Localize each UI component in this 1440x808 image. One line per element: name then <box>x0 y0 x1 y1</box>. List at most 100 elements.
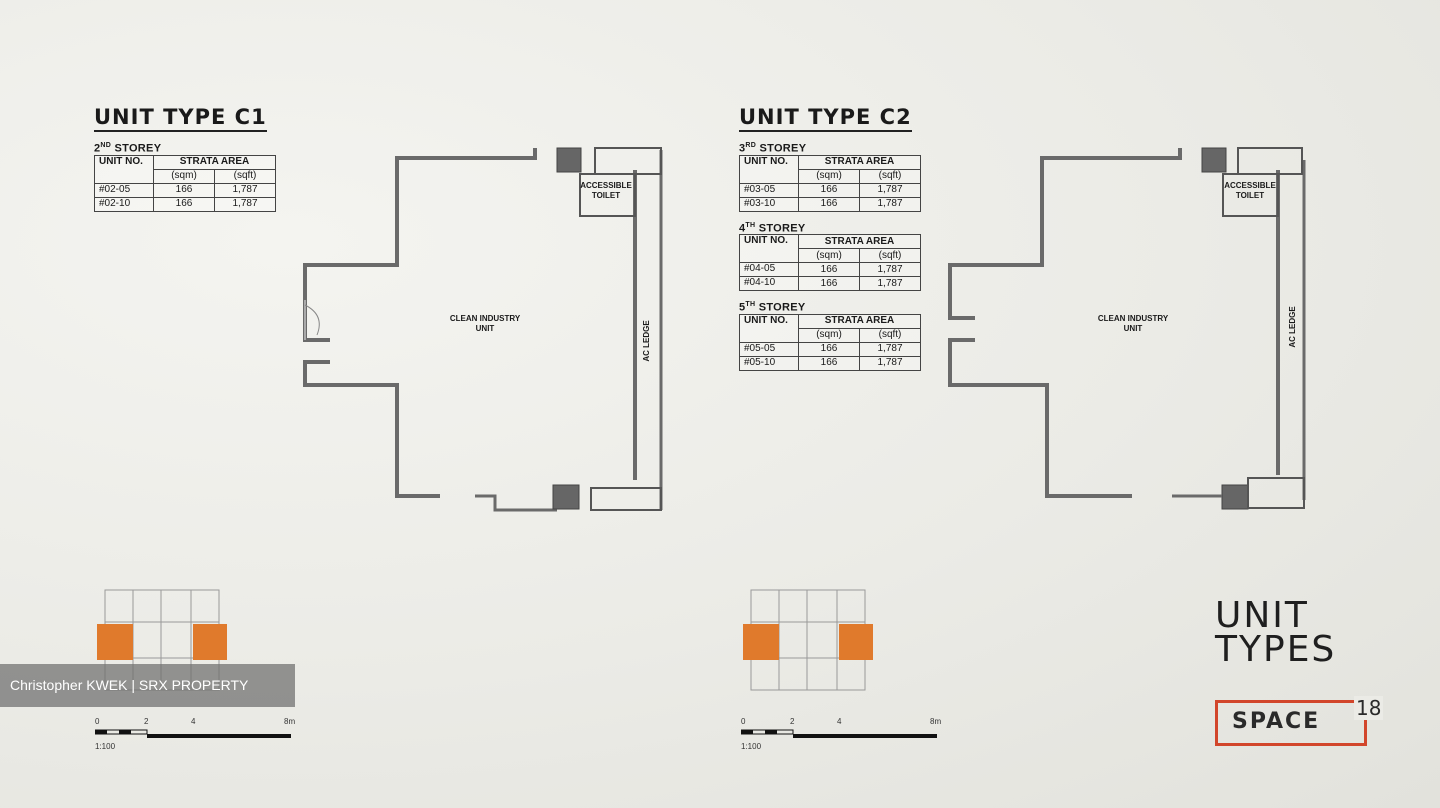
c1-ac-ledge-label: AC LEDGE <box>642 320 651 362</box>
c1-highlight-left <box>97 624 133 660</box>
logo-number: 18 <box>1354 696 1384 720</box>
sqft-header: (sqft) <box>859 327 921 343</box>
headline-line-1: UNIT <box>1215 595 1309 636</box>
c2-scale-bar <box>741 729 937 738</box>
unit-number-cell: #03-10 <box>739 196 799 212</box>
c2-scale-tick-8: 8m <box>930 717 942 726</box>
c1-scale-ratio: 1:100 <box>95 742 116 751</box>
sqft-cell: 1,787 <box>859 196 921 212</box>
sqft-cell: 1,787 <box>859 276 921 292</box>
sqm-cell: 166 <box>798 196 860 212</box>
sqm-header: (sqm) <box>153 168 215 184</box>
sqm-cell: 166 <box>153 182 215 198</box>
unit-no-header: UNIT NO. <box>739 234 799 264</box>
c1-scale-tick-8: 8m <box>284 717 296 726</box>
c2-scale-tick-4: 4 <box>837 717 842 726</box>
c1-scale-bar <box>95 729 291 738</box>
sqm-cell: 166 <box>798 341 860 357</box>
sqft-header: (sqft) <box>214 168 276 184</box>
sqft-cell: 1,787 <box>859 262 921 278</box>
c2-clean-industry-label: CLEAN INDUSTRY UNIT <box>1097 314 1169 333</box>
unit-number-cell: #04-10 <box>739 276 799 292</box>
c2-toilet-top <box>1237 147 1303 175</box>
c1-scale-tick-0: 0 <box>95 717 100 726</box>
strata-area-header: STRATA AREA <box>153 154 276 170</box>
sqft-cell: 1,787 <box>859 341 921 357</box>
sqm-cell: 166 <box>798 276 860 292</box>
c2-shaft-top <box>1201 147 1227 173</box>
c1-toilet-top <box>594 147 662 175</box>
sqft-header: (sqft) <box>859 168 921 184</box>
c1-highlight-right <box>193 624 227 660</box>
logo-text: SPACE <box>1232 709 1321 734</box>
sqft-header: (sqft) <box>859 248 921 264</box>
sqm-cell: 166 <box>153 196 215 212</box>
sqft-cell: 1,787 <box>859 182 921 198</box>
sqm-header: (sqm) <box>798 248 860 264</box>
sqft-cell: 1,787 <box>859 355 921 371</box>
c2-ac-ledge-label: AC LEDGE <box>1288 306 1297 348</box>
c2-storey-heading: 4TH STOREY <box>739 221 806 235</box>
c1-accessible-toilet-label: ACCESSIBLE TOILET <box>580 181 632 200</box>
c2-storey-heading: 5TH STOREY <box>739 301 806 314</box>
c1-toilet <box>579 173 636 217</box>
unit-no-header: UNIT NO. <box>739 313 799 343</box>
sqft-cell: 1,787 <box>214 182 276 198</box>
unit-number-cell: #02-05 <box>94 182 154 198</box>
c2-storey-heading: 3RD STOREY <box>739 142 807 155</box>
space18-logo: SPACE <box>1215 700 1367 746</box>
c1-shaft-bottom <box>552 484 580 510</box>
c2-floor-plan <box>948 147 1306 510</box>
c1-clean-industry-label: CLEAN INDUSTRY UNIT <box>449 314 521 333</box>
sqft-cell: 1,787 <box>214 196 276 212</box>
c2-highlight-right <box>839 624 873 660</box>
sqm-header: (sqm) <box>798 168 860 184</box>
c2-highlight-left <box>743 624 779 660</box>
headline-line-2: TYPES <box>1215 629 1337 670</box>
unit-number-cell: #04-05 <box>739 262 799 278</box>
unit-type-c2-title: UNIT TYPE C2 <box>739 105 912 132</box>
sqm-cell: 166 <box>798 182 860 198</box>
c1-wall-outline <box>303 360 440 498</box>
c2-wall-outline-2 <box>948 148 1182 320</box>
c2-key-plan <box>743 589 873 691</box>
c1-door-arc <box>304 304 320 336</box>
c2-scale-tick-2: 2 <box>790 717 795 726</box>
c2-shaft-bottom <box>1221 484 1249 510</box>
c1-floor-plan <box>303 147 663 512</box>
c2-ledge-bottom <box>1247 477 1305 509</box>
c2-accessible-toilet-label: ACCESSIBLE TOILET <box>1224 181 1276 200</box>
strata-area-header: STRATA AREA <box>798 234 921 250</box>
c1-storey-heading: 2ND STOREY <box>94 142 162 155</box>
c1-wall-outline-2 <box>303 148 537 342</box>
unit-number-cell: #05-10 <box>739 355 799 371</box>
c1-bottom-wall <box>475 494 557 512</box>
unit-number-cell: #02-10 <box>94 196 154 212</box>
strata-area-header: STRATA AREA <box>798 154 921 170</box>
sqm-cell: 166 <box>798 355 860 371</box>
strata-area-header: STRATA AREA <box>798 313 921 329</box>
sqm-header: (sqm) <box>798 327 860 343</box>
sqm-cell: 166 <box>798 262 860 278</box>
unit-number-cell: #05-05 <box>739 341 799 357</box>
watermark-banner: Christopher KWEK | SRX PROPERTY <box>0 664 295 707</box>
c1-shaft-top <box>556 147 582 173</box>
unit-type-c1-title: UNIT TYPE C1 <box>94 105 267 132</box>
c1-ledge-bottom <box>590 487 662 511</box>
unit-no-header: UNIT NO. <box>739 154 799 184</box>
